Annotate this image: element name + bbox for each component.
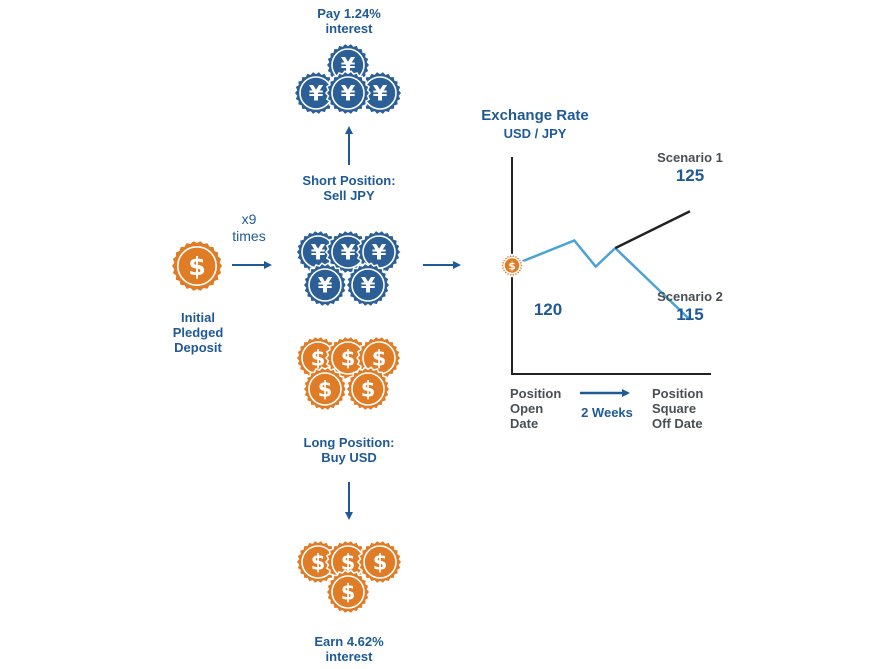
dollar-icon: $ xyxy=(357,539,403,585)
yen-icon: ¥ xyxy=(345,262,391,308)
dollar-icon-glyph: $ xyxy=(373,551,388,575)
start-point-dollar-icon: $ xyxy=(498,252,526,279)
yen-icon: ¥ xyxy=(293,70,339,116)
start-point-dollar-icon-glyph: $ xyxy=(508,260,515,272)
shared-path-line xyxy=(511,238,617,269)
leverage-line1: x9 xyxy=(241,211,257,227)
yen-icon: ¥ xyxy=(302,262,348,308)
dollar-icon-glyph: $ xyxy=(341,551,356,575)
dollar-coin-stack-long-position: $$$$$ xyxy=(295,335,402,412)
dollar-icon: $ xyxy=(302,366,348,412)
scenario2-value: 115 xyxy=(676,305,704,324)
x-start-line1: Position xyxy=(510,386,562,401)
dollar-icon-glyph: $ xyxy=(361,378,376,402)
yen-coin-stack-short-position: ¥¥¥¥¥ xyxy=(295,229,402,308)
scenario1-value: 125 xyxy=(675,166,705,185)
chart-subtitle: USD / JPY xyxy=(503,126,567,141)
scenario2-line xyxy=(614,247,691,321)
yen-icon: ¥ xyxy=(325,70,371,116)
chart-title-text: Exchange Rate xyxy=(481,107,589,124)
long-position-line1: Long Position: xyxy=(303,435,395,450)
chart-title: Exchange Rate USD / JPY xyxy=(470,107,600,143)
yen-icon-glyph: ¥ xyxy=(309,82,324,106)
deposit-line2: Pledged xyxy=(172,325,224,340)
long-interest-line2: interest xyxy=(325,649,373,664)
leverage-label: x9 times xyxy=(219,211,279,245)
x-end-line1: Position xyxy=(652,386,704,401)
dollar-icon: $ xyxy=(325,569,371,615)
dollar-icon-glyph: $ xyxy=(372,347,387,371)
yen-icon-glyph: ¥ xyxy=(341,82,356,106)
short-position-line2: Sell JPY xyxy=(323,188,375,203)
dollar-coin-stack-interest: $ $ $ $ xyxy=(295,539,403,615)
deposit-line3: Deposit xyxy=(174,340,222,355)
long-position-label: Long Position: Buy USD xyxy=(289,435,409,465)
x-end-line2: Square xyxy=(652,401,697,416)
scenario2-label: Scenario 2 115 xyxy=(645,289,735,326)
x-start-label: Position Open Date xyxy=(510,386,580,431)
short-position-line1: Short Position: xyxy=(302,173,396,188)
x-end-label: Position Square Off Date xyxy=(652,386,732,431)
scenario1-line xyxy=(614,210,691,250)
yen-icon-glyph: ¥ xyxy=(372,241,387,265)
yen-icon-glyph: ¥ xyxy=(373,82,388,106)
deposit-line1: Initial xyxy=(181,310,215,325)
dollar-icon-glyph: $ xyxy=(341,347,356,371)
short-interest-line1: Pay 1.24% xyxy=(317,6,381,21)
short-interest-line2: interest xyxy=(325,21,373,36)
chart-lines: $ xyxy=(498,210,691,321)
yen-icon-glyph: ¥ xyxy=(311,241,326,265)
dollar-icon-glyph: $ xyxy=(318,378,333,402)
x-end-line3: Off Date xyxy=(652,416,703,431)
long-interest-label: Earn 4.62% interest xyxy=(289,634,409,664)
dollar-icon-glyph: $ xyxy=(188,252,206,281)
scenario2-name: Scenario 2 xyxy=(657,289,723,304)
long-position-line2: Buy USD xyxy=(321,450,377,465)
duration-label: 2 Weeks xyxy=(581,405,633,420)
dollar-coin-deposit: $ xyxy=(170,239,224,293)
dollar-icon: $ xyxy=(345,366,391,412)
long-interest-line1: Earn 4.62% xyxy=(314,634,384,649)
x-start-line3: Date xyxy=(510,416,539,431)
leverage-line2: times xyxy=(232,228,266,244)
scenario1-label: Scenario 1 125 xyxy=(645,150,735,187)
deposit-label: Initial Pledged Deposit xyxy=(158,310,238,355)
start-value-label: 120 xyxy=(533,300,563,319)
yen-icon-glyph: ¥ xyxy=(361,274,376,298)
dollar-icon-glyph: $ xyxy=(341,581,356,605)
short-position-label: Short Position: Sell JPY xyxy=(289,173,409,203)
scenario1-name: Scenario 1 xyxy=(657,150,723,165)
dollar-icon-glyph: $ xyxy=(311,551,326,575)
x-start-line2: Open xyxy=(510,401,544,416)
short-interest-label: Pay 1.24% interest xyxy=(289,6,409,36)
yen-icon-glyph: ¥ xyxy=(341,241,356,265)
dollar-icon: $ xyxy=(170,239,224,293)
yen-coin-stack-interest: ¥¥¥¥ xyxy=(293,42,403,116)
dollar-icon-glyph: $ xyxy=(311,347,326,371)
yen-icon-glyph: ¥ xyxy=(318,274,333,298)
